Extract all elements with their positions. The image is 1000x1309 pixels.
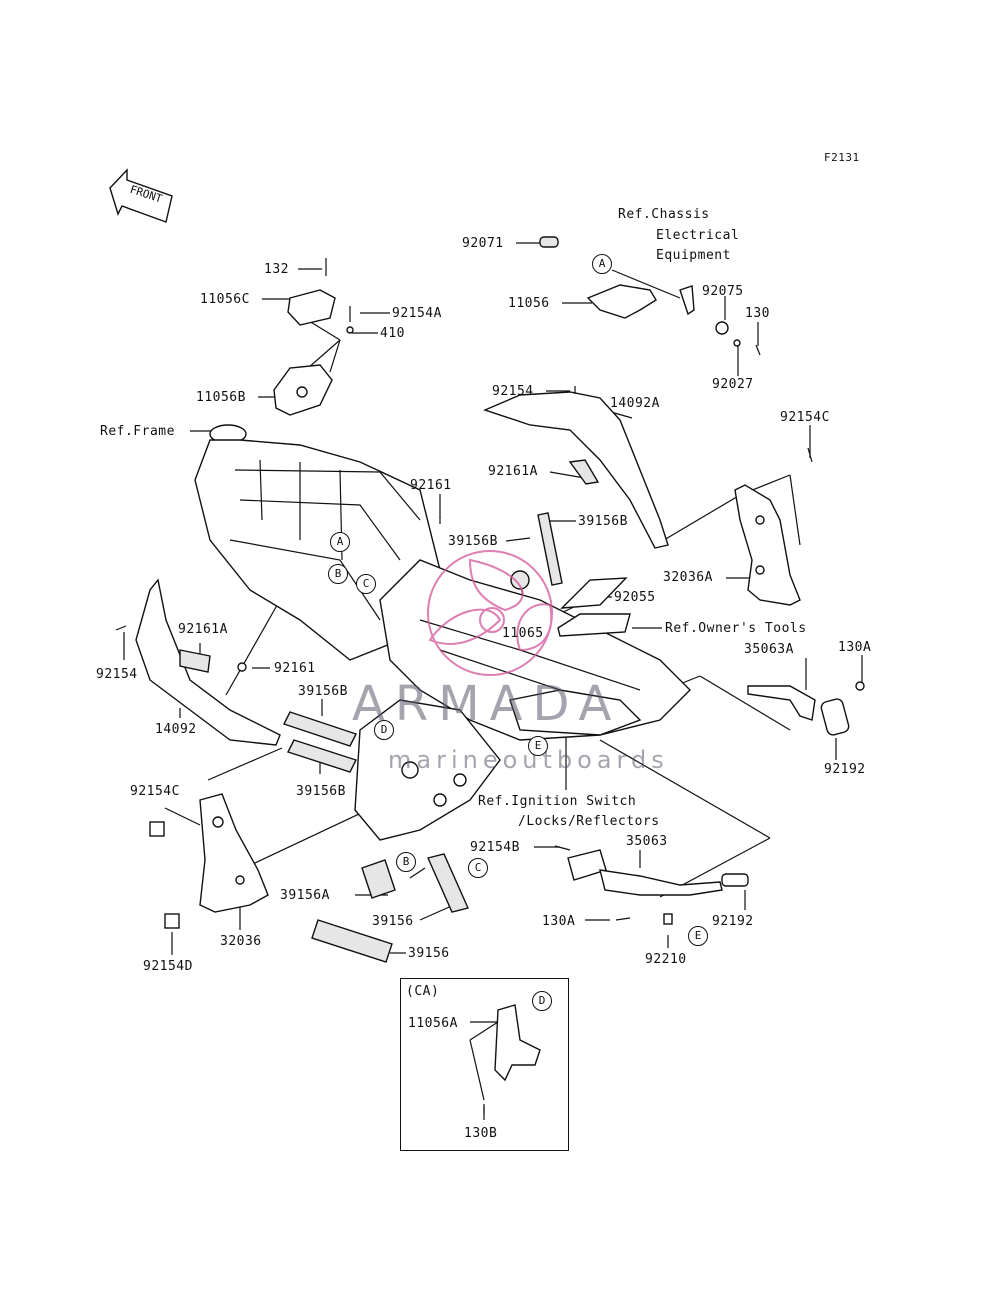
callout-b: B [328, 564, 348, 584]
ref-chassis-line1: Ref.Chassis [618, 207, 710, 222]
watermark-subtitle: marineoutboards [388, 746, 669, 774]
part-label: 92210 [645, 952, 687, 967]
part-label: 92161A [178, 622, 228, 637]
part-label: 92154B [470, 840, 520, 855]
part-label: 92154 [96, 667, 138, 682]
ref-chassis-line3: Equipment [656, 248, 731, 263]
ca-detail-box [400, 978, 569, 1151]
ref-ignition-line2: /Locks/Reflectors [518, 814, 660, 829]
ref-frame: Ref.Frame [100, 424, 175, 439]
part-label: 32036A [663, 570, 713, 585]
part-label: 35063 [626, 834, 668, 849]
part-label: 11065 [502, 626, 544, 641]
part-label: 11056B [196, 390, 246, 405]
watermark-title: ARMADA [352, 676, 622, 732]
part-label: 39156B [298, 684, 348, 699]
left-strips [283, 711, 357, 773]
part-label: 39156B [448, 534, 498, 549]
part-label: 130 [745, 306, 770, 321]
part-label: 92027 [712, 377, 754, 392]
part-label: 14092A [610, 396, 660, 411]
part-label: 92154C [780, 410, 830, 425]
side-cover-right [439, 386, 669, 586]
part-label: 92075 [702, 284, 744, 299]
top-left-brackets [273, 258, 354, 416]
part-label: 11056 [508, 296, 550, 311]
figure-code: F2131 [824, 151, 860, 164]
part-label: 39156B [578, 514, 628, 529]
part-label: 92055 [614, 590, 656, 605]
bracket-32036A [734, 447, 813, 606]
part-label: 92161A [488, 464, 538, 479]
part-label: 92192 [824, 762, 866, 777]
part-label: 92154A [392, 306, 442, 321]
callout-d: D [374, 720, 394, 740]
bracket-32036 [149, 793, 269, 929]
part-label: 35063A [744, 642, 794, 657]
part-label: 410 [380, 326, 405, 341]
ca-bracket [483, 1004, 541, 1114]
callout-c: C [468, 858, 488, 878]
part-label: 32036 [220, 934, 262, 949]
part-label: 11056A [408, 1016, 458, 1031]
part-label: 39156 [372, 914, 414, 929]
ref-chassis-line2: Electrical [656, 228, 740, 243]
ref-ignition-line1: Ref.Ignition Switch [478, 794, 637, 809]
callout-d: D [532, 991, 552, 1011]
callout-a: A [592, 254, 612, 274]
center-parts [510, 570, 631, 637]
ref-owners-tools: Ref.Owner's Tools [665, 621, 807, 636]
callout-e: E [688, 926, 708, 946]
side-cover-left [115, 578, 281, 746]
part-label: 130A [542, 914, 576, 929]
part-label: 14092 [155, 722, 197, 737]
part-label: 92161 [274, 661, 316, 676]
callout-c: C [356, 574, 376, 594]
part-label: 130A [838, 640, 872, 655]
top-right-brackets [539, 236, 761, 356]
watermark-logo-icon [427, 550, 553, 676]
part-label: 132 [264, 262, 289, 277]
part-label: 92154 [492, 384, 534, 399]
part-label: 39156 [408, 946, 450, 961]
part-label: 92071 [462, 236, 504, 251]
callout-a: A [330, 532, 350, 552]
part-label: 92154D [143, 959, 193, 974]
front-arrow-icon: FRONT [109, 168, 173, 223]
bottom-strips [311, 853, 469, 963]
callout-b: B [396, 852, 416, 872]
stand-parts [554, 681, 865, 925]
part-label: 39156B [296, 784, 346, 799]
part-label: 130B [464, 1126, 498, 1141]
part-label: 39156A [280, 888, 330, 903]
callout-e: E [528, 736, 548, 756]
ca-label: (CA) [406, 984, 440, 999]
part-label: 92161 [410, 478, 452, 493]
part-label: 11056C [200, 292, 250, 307]
part-label: 92154C [130, 784, 180, 799]
part-label: 92192 [712, 914, 754, 929]
